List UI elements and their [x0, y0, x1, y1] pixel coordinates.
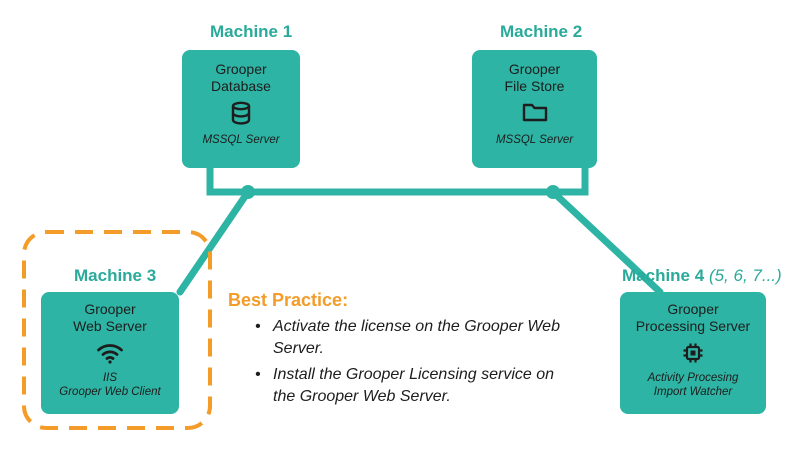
bullet-icon: • — [255, 318, 261, 335]
best-practice-item-text: Activate the license on the Grooper Web … — [273, 318, 560, 357]
machine-2-service: MSSQL Server — [495, 134, 574, 146]
machine-4-title: Machine 4 (5, 6, 7...) — [622, 266, 782, 286]
best-practice-item-text: Install the Grooper Licensing service on… — [273, 366, 555, 405]
bullet-icon: • — [255, 366, 261, 383]
machine-3-box: Grooper Web Server IIS Grooper Web Clien… — [41, 292, 179, 414]
machine-2-name-line1: Grooper — [508, 61, 561, 77]
machine-4-box: Grooper Processing Server Activity Proce… — [620, 292, 766, 414]
machine-4-service-line2: Import Watcher — [653, 386, 733, 398]
machine-2-name-line2: File Store — [504, 78, 565, 94]
link-machine2-bus — [549, 162, 589, 196]
database-icon — [182, 101, 300, 127]
machine-2-title: Machine 2 — [500, 22, 582, 42]
machine-1-box: Grooper Database MSSQL Server — [182, 50, 300, 168]
best-practice-item: • Activate the license on the Grooper We… — [255, 316, 575, 360]
best-practice-list: • Activate the license on the Grooper We… — [255, 316, 575, 412]
folder-icon — [472, 101, 597, 127]
machine-3-label: Machine 3 — [74, 266, 157, 285]
machine-2-box: Grooper File Store MSSQL Server — [472, 50, 597, 168]
machine-1-name-line2: Database — [211, 78, 271, 94]
best-practice-highlight — [22, 230, 212, 430]
machine-4-range: (5, 6, 7...) — [708, 266, 782, 285]
chip-icon — [620, 341, 766, 367]
machine-3-name-line2: Web Server — [73, 318, 147, 334]
machine-3-service-line2: Grooper Web Client — [59, 386, 161, 398]
link-machine3 — [176, 188, 252, 296]
link-machine1-bus — [206, 162, 252, 196]
machine-1-label: Machine 1 — [210, 22, 293, 41]
network-lines — [176, 162, 664, 296]
best-practice-title: Best Practice: — [228, 290, 349, 310]
machine-4-label: Machine 4 — [622, 266, 705, 285]
link-machine4 — [549, 188, 664, 296]
machine-2-label: Machine 2 — [500, 22, 583, 41]
best-practice-item: • Install the Grooper Licensing service … — [255, 364, 575, 408]
junction-node-right — [546, 185, 560, 199]
machine-3-name-line1: Grooper — [84, 301, 136, 317]
machine-1-title: Machine 1 — [210, 22, 292, 42]
machine-1-name-line1: Grooper — [215, 61, 267, 77]
machine-4-name-line1: Grooper — [667, 301, 719, 317]
machine-4-name-line2: Processing Server — [635, 318, 751, 334]
machine-4-service-line1: Activity Procesing — [647, 372, 739, 384]
machine-3-service-line1: IIS — [102, 372, 118, 384]
machine-3-title: Machine 3 — [74, 266, 156, 286]
wifi-icon — [41, 341, 179, 367]
machine-1-service: MSSQL Server — [202, 134, 280, 146]
junction-node-left — [241, 185, 255, 199]
